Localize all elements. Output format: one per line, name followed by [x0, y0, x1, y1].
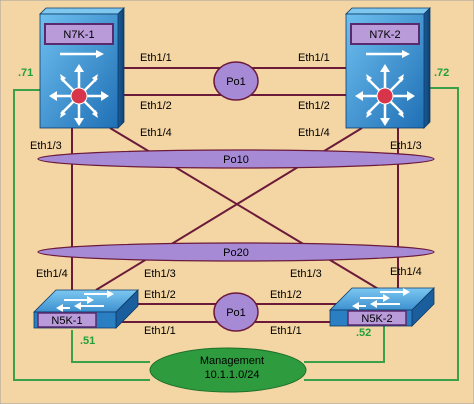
n5k1-switch[interactable]: N5K-1 [33, 289, 139, 329]
n5k2-ip: .52 [356, 327, 371, 339]
n7k1-core-dot [70, 87, 88, 105]
po20-label: Po20 [223, 247, 249, 259]
mgmt-link-n5k2 [304, 326, 385, 363]
n5k1-eth1-3-label: Eth1/3 [144, 268, 176, 280]
n7k1-top-face [39, 7, 125, 15]
management-title: Management [200, 355, 264, 367]
n7k1-ip: .71 [18, 67, 33, 79]
n7k1-name: N7K-1 [63, 29, 94, 41]
n5k2-switch[interactable]: N5K-2 [329, 287, 435, 327]
n5k2-label-box [347, 310, 407, 326]
n7k1-eth1-1-label: Eth1/1 [140, 52, 172, 64]
n7k2-eth1-3-label: Eth1/3 [390, 140, 422, 152]
n7k1-side-face [117, 7, 125, 129]
n5k2-eth1-1-label: Eth1/1 [270, 325, 302, 337]
n7k2-side-face [423, 7, 431, 129]
interface-labels: Eth1/1 Eth1/2 Eth1/1 Eth1/2 Eth1/4 Eth1/… [30, 52, 422, 337]
n7k2-eth1-4-label: Eth1/4 [298, 127, 330, 139]
n5k1-name: N5K-1 [51, 315, 82, 327]
n7k2-top-face [345, 7, 431, 15]
n7k2-eth1-2-label: Eth1/2 [298, 100, 330, 112]
n5k2-eth1-2-label: Eth1/2 [270, 289, 302, 301]
n5k1-eth1-4-label: Eth1/4 [36, 268, 68, 280]
mgmt-link-n7k2 [304, 87, 459, 381]
n7k1-switch[interactable]: N7K-1 [39, 7, 125, 129]
n7k1-eth1-2-label: Eth1/2 [140, 100, 172, 112]
n5k2-name: N5K-2 [361, 313, 392, 325]
n7k2-switch[interactable]: N7K-2 [345, 7, 431, 129]
port-channel-po10 [37, 149, 435, 169]
mgmt-link-n7k1 [13, 89, 150, 381]
n7k1-label-box [44, 23, 114, 45]
n5k2-switch-arrows-icon [352, 288, 410, 310]
management-cloud [149, 347, 307, 393]
n7k2-core-dot [376, 87, 394, 105]
po1-bottom-label: Po1 [226, 307, 246, 319]
port-channel-po1-top [213, 61, 259, 101]
n5k1-eth1-1-label: Eth1/1 [144, 325, 176, 337]
po1-top-label: Po1 [226, 76, 246, 88]
n7k2-ip: .72 [434, 67, 449, 79]
n7k1-eth1-3-label: Eth1/3 [30, 140, 62, 152]
po10-label: Po10 [223, 154, 249, 166]
n7k2-name: N7K-2 [369, 29, 400, 41]
port-channel-po20 [37, 242, 435, 262]
n5k1-switch-arrows-icon [56, 290, 114, 312]
n7k2-label-box [350, 23, 420, 45]
mgmt-link-n5k1 [71, 330, 150, 363]
n7k2-eth1-1-label: Eth1/1 [298, 52, 330, 64]
n7k1-eth1-4-label: Eth1/4 [140, 127, 172, 139]
n5k1-ip: .51 [80, 335, 95, 347]
management-subnet: 10.1.1.0/24 [204, 369, 259, 381]
n5k1-eth1-2-label: Eth1/2 [144, 289, 176, 301]
n5k2-eth1-4-label: Eth1/4 [390, 266, 422, 278]
management-network: Management 10.1.1.0/24 [149, 347, 307, 393]
management-links [13, 87, 459, 381]
port-channels: Po1 Po10 Po20 Po1 [37, 61, 435, 332]
ip-labels: .71 .72 .51 .52 [18, 67, 449, 347]
n5k1-label-box [37, 312, 97, 328]
n5k2-eth1-3-label: Eth1/3 [290, 268, 322, 280]
port-channel-po1-bottom [213, 292, 259, 332]
